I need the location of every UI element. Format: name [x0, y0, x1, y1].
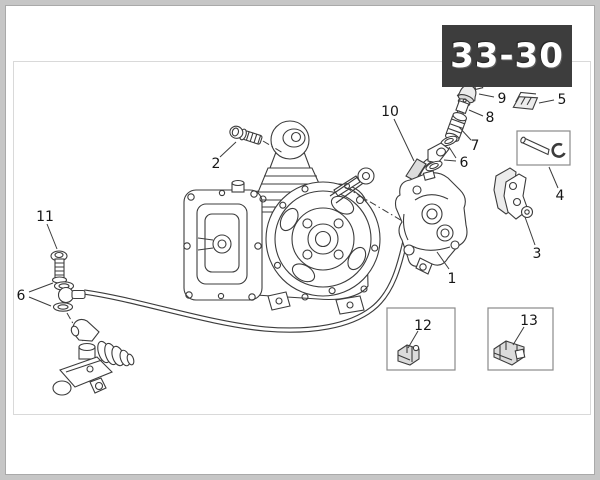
pad-pin-kit-box	[516, 130, 571, 166]
mount-bracket-arm	[329, 167, 375, 204]
callout-11-banjo-bolt: 11	[36, 209, 54, 225]
callout-6-washers-caliper: 6	[460, 155, 469, 171]
callout-3-pads: 3	[533, 246, 542, 262]
leader-lines	[28, 93, 559, 349]
callout-8-bleeder: 8	[486, 110, 495, 126]
callout-9-cap: 9	[498, 91, 507, 107]
sealing-washer	[52, 302, 74, 312]
callout-5-spring-clip: 5	[558, 92, 567, 108]
gearbox-details	[231, 179, 368, 315]
gearbox-left-cover	[183, 189, 263, 301]
callout-2-bolt: 2	[212, 156, 221, 172]
flange-bolt	[229, 125, 263, 145]
callout-4-pin-kit: 4	[556, 188, 565, 204]
gearbox-wheel-cover	[265, 181, 381, 297]
banjo-elbow-caliper	[425, 135, 458, 172]
callout-13-clip: 13	[520, 313, 538, 329]
axis-line-engine-caliper	[344, 186, 405, 223]
pin-e-clip	[551, 142, 566, 158]
callout-7-fitting: 7	[471, 138, 480, 154]
callout-6-washers-master: 6	[17, 288, 26, 304]
callout-12-clip: 12	[414, 318, 432, 334]
pad-spring-clip	[512, 91, 539, 110]
banjo-union-master	[52, 281, 86, 312]
gearbox-unit	[183, 120, 381, 315]
banjo-bolt	[50, 250, 68, 284]
page-code-text: 33-30	[450, 36, 564, 76]
callout-10-hose: 10	[381, 104, 399, 120]
callout-labels: 2 9 8 7 6 5 4 3 1 10 11 6 12 13	[17, 91, 567, 334]
rear-master-cylinder	[52, 318, 135, 396]
hose-clip-box-13	[487, 307, 554, 371]
hose-clip-box-12	[386, 307, 456, 371]
brake-pads	[493, 167, 534, 220]
axis-line-bolt2	[262, 140, 284, 154]
brake-caliper	[394, 170, 468, 275]
callout-1-caliper: 1	[448, 271, 457, 287]
page-code-badge: 33-30	[442, 25, 572, 87]
